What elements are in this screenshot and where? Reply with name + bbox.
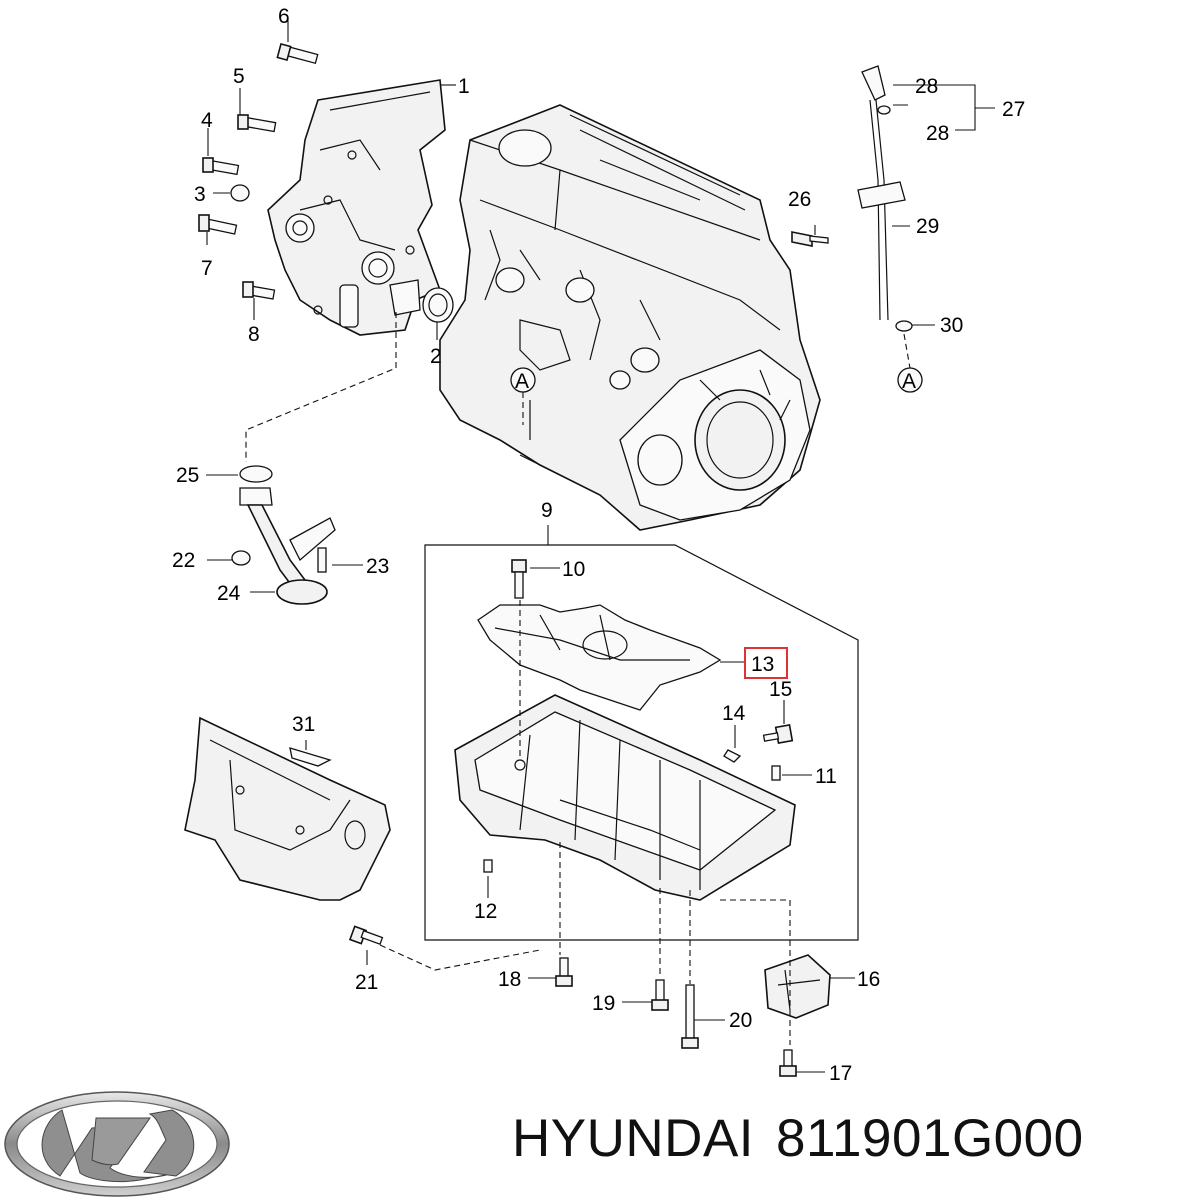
callout-15: 15 [769, 678, 792, 701]
oil-strainer [231, 465, 336, 605]
callout-26: 26 [788, 188, 811, 211]
callout-25: 25 [176, 464, 199, 487]
engine-block [439, 104, 821, 531]
callout-7: 7 [201, 257, 213, 280]
connector-a-left: A [515, 370, 529, 393]
callout-10: 10 [562, 558, 585, 581]
oil-pan-frame [424, 544, 859, 941]
callout-19: 19 [592, 992, 615, 1015]
callout-21: 21 [355, 971, 378, 994]
dipstick-assembly [791, 65, 913, 332]
callout-5: 5 [233, 65, 245, 88]
callout-24: 24 [217, 582, 241, 605]
callout-8: 8 [248, 323, 260, 346]
callout-17: 17 [829, 1062, 852, 1085]
callout-30: 30 [940, 314, 963, 337]
bolts-bottom [348, 925, 831, 1077]
callout-23: 23 [366, 555, 389, 578]
callout-22: 22 [172, 549, 195, 572]
callout-14: 14 [722, 702, 746, 725]
callout-labels: 6 1 5 4 3 7 8 2 28 27 28 26 29 30 25 9 2… [172, 5, 1025, 1085]
callout-9: 9 [541, 499, 553, 522]
callout-28-bottom: 28 [926, 122, 949, 145]
bolts-left [198, 42, 319, 300]
callout-2: 2 [430, 345, 442, 368]
callout-3: 3 [194, 183, 206, 206]
callout-16: 16 [857, 968, 880, 991]
callout-13: 13 [751, 653, 774, 676]
callout-28-top: 28 [915, 75, 938, 98]
callout-11: 11 [815, 765, 837, 788]
hyundai-logo-icon [4, 1091, 230, 1197]
callout-29: 29 [916, 215, 939, 238]
oil-pan [454, 694, 796, 901]
brand-name: HYUNDAI [512, 1109, 755, 1168]
callout-1: 1 [458, 75, 470, 98]
highlight-box [744, 647, 788, 679]
oil-pan-gasket [477, 604, 722, 711]
callout-6: 6 [278, 5, 290, 28]
callout-31: 31 [292, 713, 315, 736]
part-number: 811901G000 [776, 1109, 1084, 1168]
oil-pan-side-view [184, 716, 391, 901]
timing-cover [267, 79, 446, 336]
leader-lines [206, 20, 995, 1073]
footer-caption: HYUNDAI 811901G000 [512, 1108, 1192, 1178]
callout-18: 18 [498, 968, 521, 991]
callout-20: 20 [729, 1009, 752, 1032]
callout-27: 27 [1002, 98, 1025, 121]
callout-12: 12 [474, 900, 497, 923]
callout-4: 4 [201, 109, 213, 132]
connector-a-right: A [902, 370, 916, 393]
oil-seal [422, 287, 454, 323]
